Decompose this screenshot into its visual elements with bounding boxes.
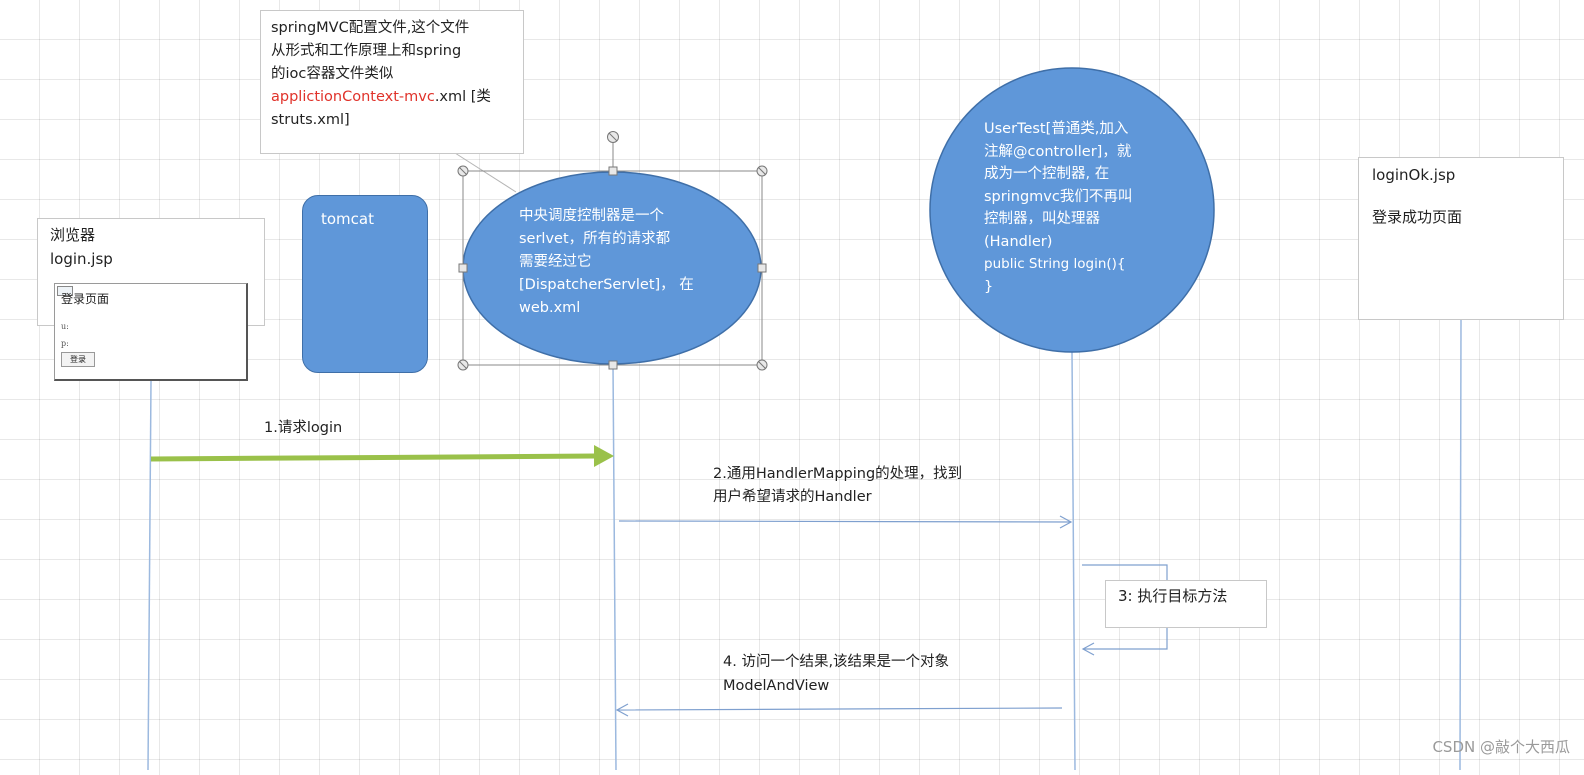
lifeline-browser [147, 380, 152, 771]
edge-handle-bottom[interactable] [608, 360, 618, 370]
rotate-handle[interactable] [607, 131, 619, 143]
dispatcher-line-3: 需要经过它 [519, 254, 592, 270]
arrow-handler-mapping [618, 520, 1072, 523]
corner-handle-tl[interactable] [457, 165, 469, 177]
usertest-line-8: } [984, 278, 994, 295]
login-button[interactable]: 登录 [61, 352, 95, 367]
username-label: u: [61, 322, 69, 331]
lifeline-loginok [1459, 319, 1462, 771]
lifeline-dispatcher [612, 364, 617, 771]
step-2-label-line-1: 2.通用HandlerMapping的处理，找到 [713, 466, 963, 482]
arrow-request-login-head [594, 445, 614, 467]
note-line-2: 从形式和工作原理上和spring [271, 43, 462, 59]
usertest-line-7: public String login(){ [984, 256, 1126, 272]
dispatcher-line-1: 中央调度控制器是一个 [519, 208, 664, 224]
step-3-box[interactable]: 3: 执行目标方法 [1105, 580, 1267, 628]
corner-handle-tr[interactable] [756, 165, 768, 177]
arrow-request-login [150, 453, 597, 462]
password-label: p: [61, 339, 69, 348]
note-line-1: springMVC配置文件,这个文件 [271, 20, 470, 36]
login-page-title: 登录页面 [61, 292, 110, 306]
envelope-icon [57, 286, 73, 296]
arrow-self-call-head [1081, 642, 1095, 656]
watermark: CSDN @敲个大西瓜 [1432, 738, 1570, 756]
browser-title: 浏览器 [50, 226, 96, 244]
usertest-text: UserTest[普通类,加入 注解@controller]，就 成为一个控制器… [984, 118, 1184, 298]
note-line-4-rest: .xml [类 [434, 89, 491, 105]
step-3-label: 3: 执行目标方法 [1118, 587, 1228, 605]
note-connector [454, 152, 517, 193]
corner-handle-br[interactable] [756, 359, 768, 371]
tomcat-label: tomcat [321, 210, 374, 228]
corner-handle-bl[interactable] [457, 359, 469, 371]
note-line-5: struts.xml] [271, 112, 350, 128]
edge-handle-right[interactable] [757, 263, 767, 273]
note-line-3: 的ioc容器文件类似 [271, 66, 394, 82]
loginok-box[interactable]: loginOk.jsp 登录成功页面 [1358, 157, 1564, 320]
dispatcher-line-5: web.xml [519, 300, 581, 316]
lifeline-usertest [1071, 351, 1076, 771]
step-4-label-line-2: ModelAndView [723, 678, 830, 694]
login-page-thumbnail[interactable]: 登录页面 u: p: 登录 [54, 283, 248, 381]
usertest-line-6: (Handler) [984, 233, 1053, 250]
usertest-line-2: 注解@controller]，就 [984, 143, 1132, 160]
dispatcher-line-2: serlvet，所有的请求都 [519, 231, 671, 247]
usertest-line-1: UserTest[普通类,加入 [984, 121, 1129, 137]
step-2-label-line-2: 用户希望请求的Handler [713, 489, 872, 505]
edge-handle-top[interactable] [608, 166, 618, 176]
arrow-handler-mapping-head [1059, 515, 1073, 529]
edge-handle-left[interactable] [458, 263, 468, 273]
usertest-line-3: 成为一个控制器, 在 [984, 166, 1110, 182]
tomcat-box[interactable]: tomcat [302, 195, 428, 373]
arrow-model-and-view [616, 707, 1063, 711]
step-1-label: 1.请求login [264, 420, 343, 436]
loginok-file: loginOk.jsp [1372, 166, 1456, 184]
arrow-model-and-view-head [615, 703, 629, 717]
note-line-4: applictionContext-mvc.xml [类 [271, 86, 513, 109]
dispatcher-text: 中央调度控制器是一个 serlvet，所有的请求都 需要经过它 [Dispatc… [519, 205, 724, 320]
dispatcher-line-4: [DispatcherServlet]， 在 [519, 277, 694, 293]
note-red-filename: applictionContext-mvc [271, 89, 435, 105]
usertest-circle[interactable] [929, 67, 1215, 353]
browser-file: login.jsp [50, 250, 113, 268]
step-4-label-line-1: 4. 访问一个结果,该结果是一个对象 [723, 654, 950, 670]
loginok-text: 登录成功页面 [1372, 208, 1463, 226]
usertest-line-5: 控制器，叫处理器 [984, 211, 1100, 227]
config-note[interactable]: springMVC配置文件,这个文件 从形式和工作原理上和spring 的ioc… [260, 10, 524, 154]
usertest-line-4: springmvc我们不再叫 [984, 188, 1133, 205]
